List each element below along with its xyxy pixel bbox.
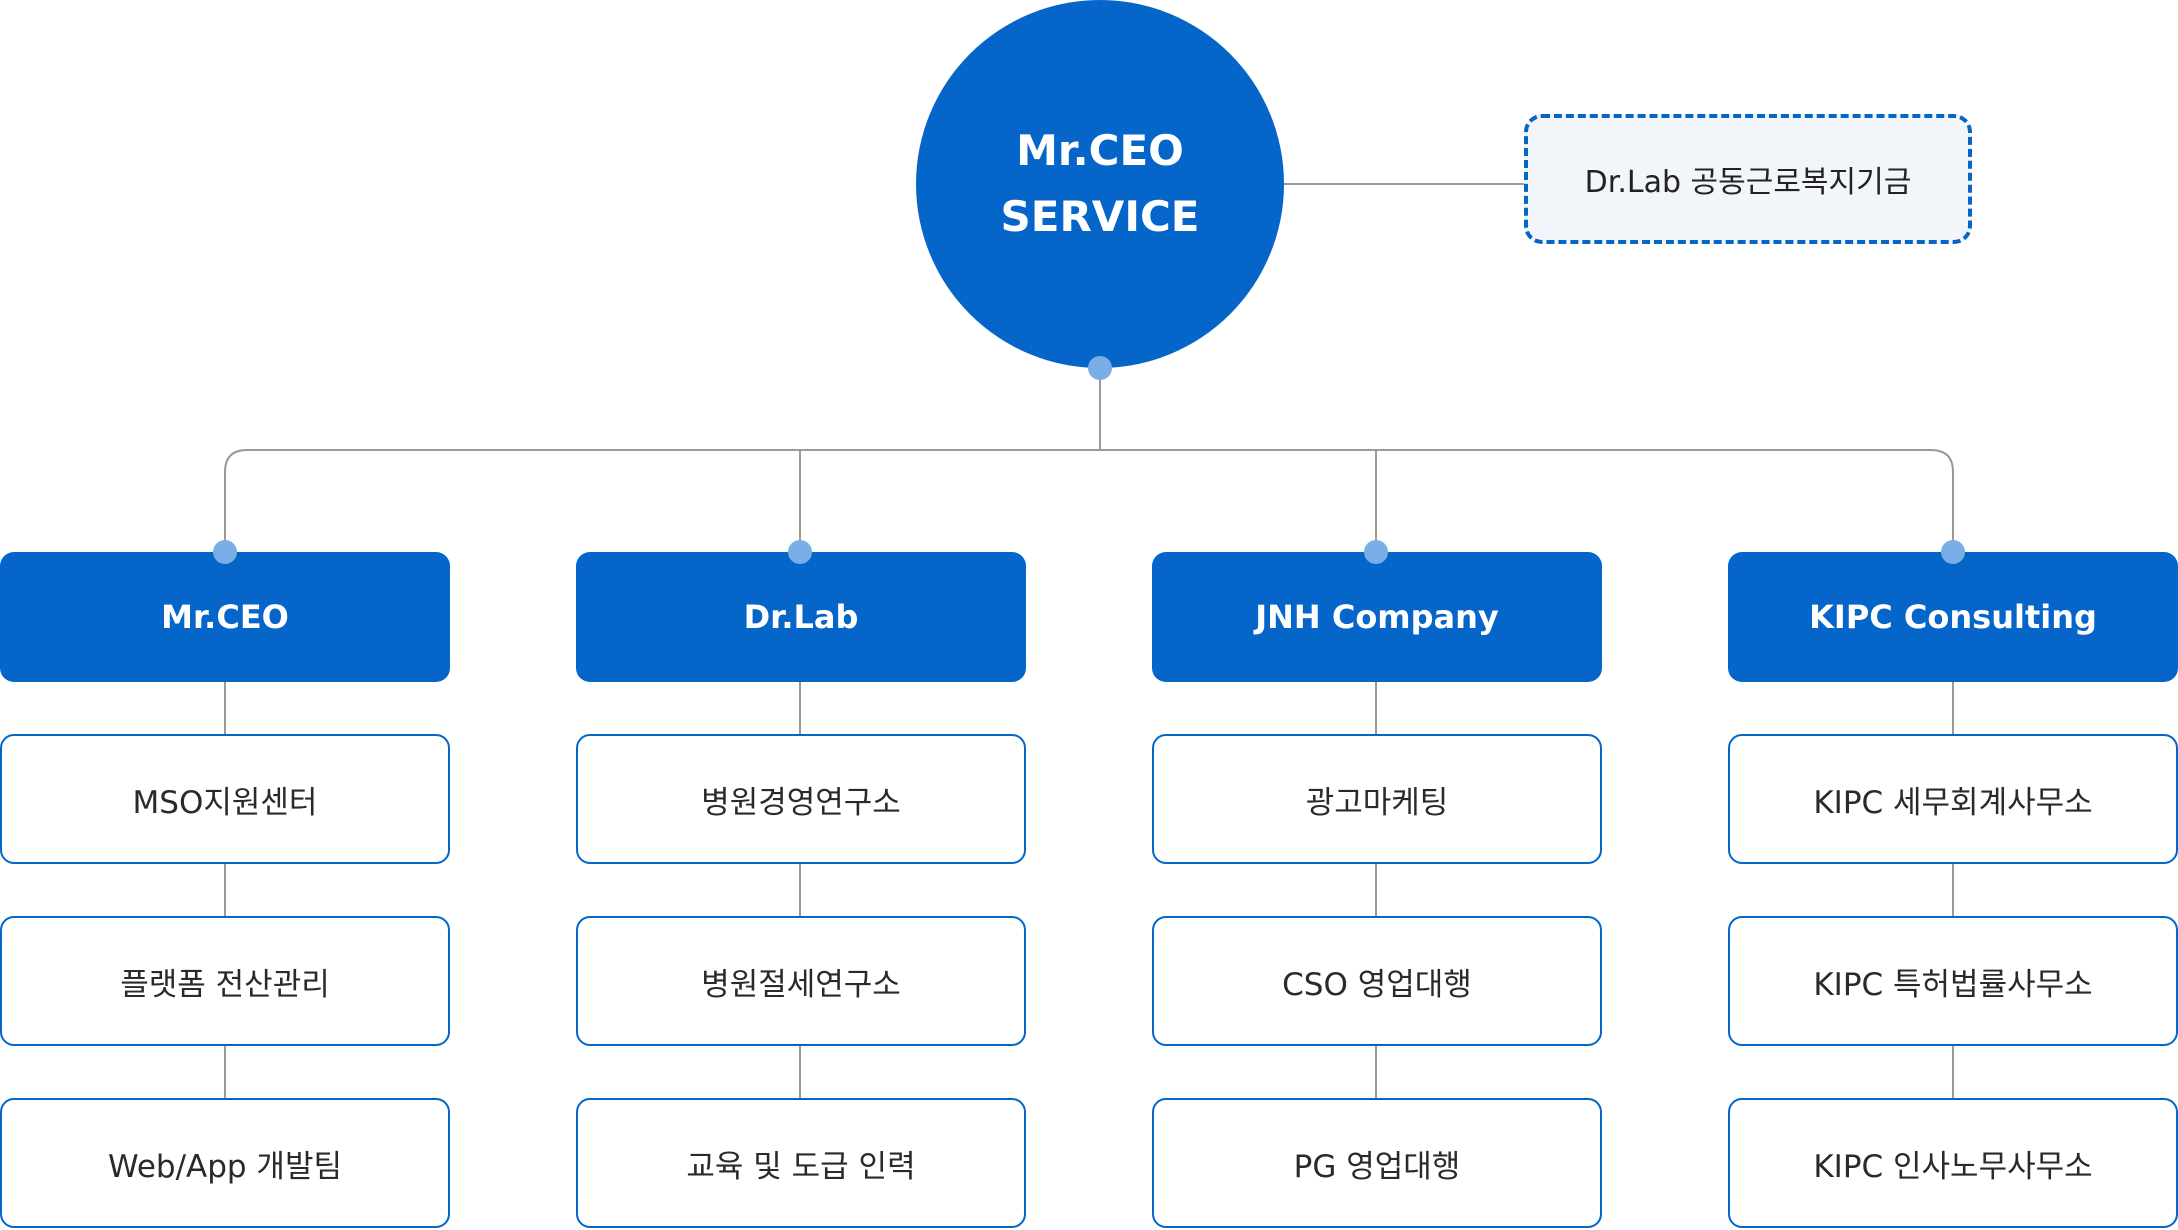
unit-box: KIPC 세무회계사무소 bbox=[1728, 734, 2178, 864]
branch-dot-mr-ceo bbox=[213, 540, 237, 564]
unit-label: KIPC 세무회계사무소 bbox=[1813, 784, 2093, 821]
unit-label: 교육 및 도급 인력 bbox=[686, 1148, 916, 1185]
unit-label: MSO지원센터 bbox=[132, 784, 318, 821]
unit-box: Web/App 개발팀 bbox=[0, 1098, 450, 1228]
root-connector-dot bbox=[1088, 356, 1112, 380]
unit-box: KIPC 인사노무사무소 bbox=[1728, 1098, 2178, 1228]
unit-label: PG 영업대행 bbox=[1293, 1148, 1461, 1185]
branch-header-dr-lab: Dr.Lab bbox=[576, 552, 1026, 682]
branch-dot-dr-lab bbox=[788, 540, 812, 564]
unit-label: KIPC 특허법률사무소 bbox=[1813, 966, 2093, 1003]
unit-label: 광고마케팅 bbox=[1305, 784, 1449, 821]
branch-dot-jnh-company bbox=[1364, 540, 1388, 564]
unit-box: 플랫폼 전산관리 bbox=[0, 916, 450, 1046]
branch-header-jnh-company: JNH Company bbox=[1152, 552, 1602, 682]
unit-box: CSO 영업대행 bbox=[1152, 916, 1602, 1046]
unit-label: 병원경영연구소 bbox=[701, 784, 901, 821]
unit-label: CSO 영업대행 bbox=[1282, 966, 1472, 1003]
branch-bus-connector bbox=[224, 449, 1954, 552]
unit-box: 병원경영연구소 bbox=[576, 734, 1026, 864]
unit-label: Web/App 개발팀 bbox=[107, 1148, 342, 1185]
root-node-circle: Mr.CEO SERVICE bbox=[916, 0, 1284, 368]
branch-title: Mr.CEO bbox=[161, 598, 289, 636]
root-title-line2: SERVICE bbox=[1000, 192, 1200, 241]
unit-box: KIPC 특허법률사무소 bbox=[1728, 916, 2178, 1046]
branch-title: JNH Company bbox=[1255, 598, 1499, 636]
unit-box: PG 영업대행 bbox=[1152, 1098, 1602, 1228]
root-title-line1: Mr.CEO bbox=[1016, 126, 1184, 175]
unit-box: 교육 및 도급 인력 bbox=[576, 1098, 1026, 1228]
branch-dot-kipc-consulting bbox=[1941, 540, 1965, 564]
branch-header-mr-ceo: Mr.CEO bbox=[0, 552, 450, 682]
unit-label: 플랫폼 전산관리 bbox=[120, 966, 330, 1003]
side-fund-label: Dr.Lab 공동근로복지기금 bbox=[1584, 165, 1912, 200]
branch-title: Dr.Lab bbox=[743, 598, 859, 636]
unit-box: 병원절세연구소 bbox=[576, 916, 1026, 1046]
branch-title: KIPC Consulting bbox=[1809, 598, 2097, 636]
unit-box: 광고마케팅 bbox=[1152, 734, 1602, 864]
side-fund-box: Dr.Lab 공동근로복지기금 bbox=[1524, 114, 1972, 244]
unit-label: 병원절세연구소 bbox=[701, 966, 901, 1003]
unit-label: KIPC 인사노무사무소 bbox=[1813, 1148, 2093, 1185]
unit-box: MSO지원센터 bbox=[0, 734, 450, 864]
branch-header-kipc-consulting: KIPC Consulting bbox=[1728, 552, 2178, 682]
